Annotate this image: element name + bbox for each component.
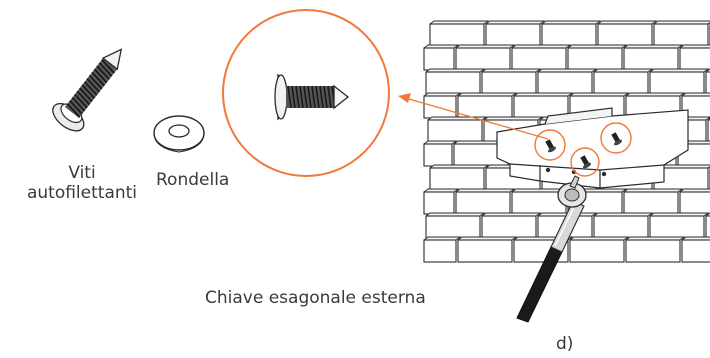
brick: [425, 212, 486, 239]
brick: [429, 20, 490, 47]
brick: [705, 68, 710, 95]
bracket-screw-highlight-3: [600, 122, 632, 154]
brick: [537, 68, 598, 95]
magnify-arrow: [398, 93, 549, 140]
small-screw-icon: [611, 132, 623, 146]
step-label: d): [556, 334, 574, 354]
brick: [457, 92, 518, 119]
brick: [653, 164, 710, 191]
brick: [593, 68, 654, 95]
wrench-label: Chiave esagonale esterna: [205, 288, 426, 308]
brick: [623, 44, 684, 71]
screw-icon: [52, 48, 123, 132]
screw-label-line2: autofilettanti: [26, 183, 138, 203]
brick: [681, 92, 710, 119]
brick: [423, 140, 458, 167]
brick: [679, 44, 710, 71]
brick: [649, 212, 710, 239]
mounting-bracket: [496, 107, 689, 189]
brick: [457, 236, 518, 263]
magnifier: [222, 9, 390, 177]
brick: [511, 44, 572, 71]
brick: [649, 68, 710, 95]
brick: [455, 188, 516, 215]
brick: [653, 20, 710, 47]
brick: [679, 188, 710, 215]
brick: [623, 188, 684, 215]
brick: [569, 236, 630, 263]
brick: [427, 116, 488, 143]
brick: [423, 236, 462, 263]
small-screw-icon: [580, 155, 592, 169]
screw-label: Viti autofilettanti: [26, 163, 138, 203]
brick: [625, 236, 686, 263]
brick: [593, 212, 654, 239]
hex-wrench-icon: [516, 175, 587, 323]
brick: [597, 20, 658, 47]
brick: [423, 188, 460, 215]
bracket-screw-highlight-2: [570, 147, 600, 177]
bracket-screw-highlight-1: [534, 129, 566, 161]
brick: [423, 44, 460, 71]
washer-icon: [153, 115, 205, 153]
brick: [567, 44, 628, 71]
magnified-screw-icon: [274, 73, 350, 121]
brick: [485, 20, 546, 47]
brick: [481, 68, 542, 95]
brick: [541, 20, 602, 47]
brick: [681, 236, 710, 263]
brick: [455, 44, 516, 71]
brick: [425, 68, 486, 95]
brick: [705, 212, 710, 239]
small-screw-icon: [545, 139, 557, 153]
brick: [423, 92, 462, 119]
brick: [481, 212, 542, 239]
washer-label: Rondella: [156, 170, 230, 190]
screw-label-line1: Viti: [68, 163, 96, 183]
brick: [429, 164, 490, 191]
